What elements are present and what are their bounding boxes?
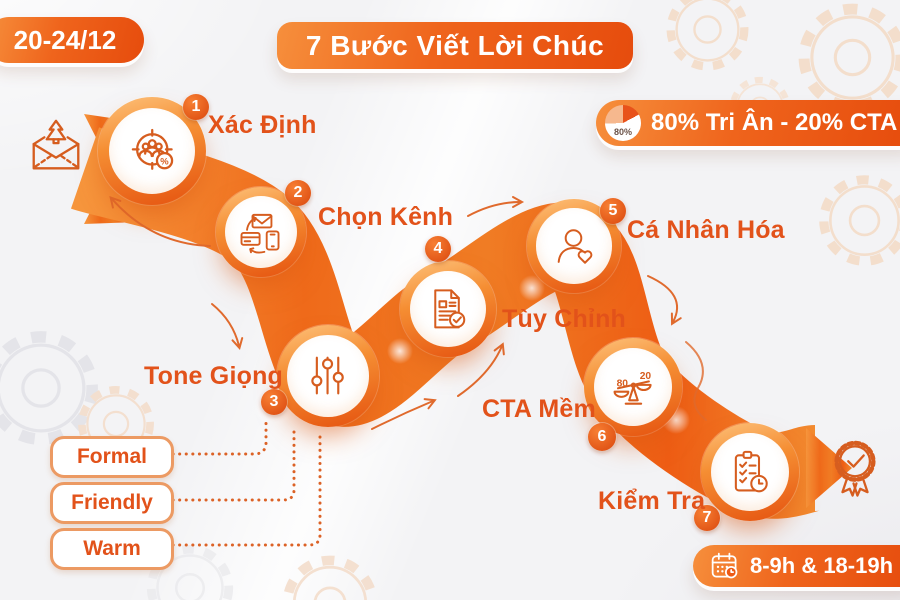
- step-2-label: Chọn Kênh: [318, 203, 454, 231]
- step-3-circle: [277, 325, 379, 427]
- time-text: 8-9h & 18-19h: [749, 553, 894, 578]
- document-check-icon: [434, 289, 466, 329]
- step-4-label: Tùy Chỉnh: [502, 305, 627, 333]
- date-range-text: 20-24/12: [13, 24, 117, 55]
- percent-symbol: %: [160, 156, 169, 167]
- audience-target-icon: %: [131, 128, 173, 170]
- award-check-icon: [834, 440, 876, 497]
- calendar-clock-icon: [711, 552, 738, 579]
- scale-right-value: 20: [639, 370, 651, 381]
- scale-left-value: 80: [616, 378, 628, 389]
- date-range-badge: 20-24/12: [0, 17, 144, 63]
- step-4-number: 4: [425, 236, 451, 262]
- page-title: 7 Bước Viết Lời Chúc: [305, 29, 605, 61]
- step-1-number: 1: [183, 94, 209, 120]
- step-3-label: Tone Giọng: [144, 362, 284, 390]
- step-4-circle: [400, 261, 496, 357]
- step-6-number: 6: [588, 423, 616, 451]
- tone-option-friendly: Friendly: [50, 482, 174, 524]
- time-badge: 8-9h & 18-19h: [693, 545, 900, 587]
- ratio-badge: 80% 80% Tri Ân - 20% CTA: [596, 100, 900, 146]
- ribbon-arrow-end: [806, 428, 852, 508]
- step-7-number: 7: [694, 505, 720, 531]
- envelope-tree-icon: [32, 119, 80, 170]
- flow-arrows: [109, 195, 707, 430]
- person-heart-icon: [557, 228, 593, 264]
- tone-sliders-icon: [311, 357, 345, 395]
- clipboard-clock-icon: [734, 450, 768, 492]
- step-7-label: Kiểm Tra: [598, 487, 706, 515]
- tone-option-formal: Formal: [50, 436, 174, 478]
- pie-label: 80%: [613, 127, 632, 137]
- step-7-circle: [701, 423, 799, 521]
- step-2-number: 2: [285, 180, 311, 206]
- balance-scale-icon: 80 20: [613, 370, 652, 405]
- step-3-number: 3: [261, 389, 287, 415]
- title-badge: 7 Bước Viết Lời Chúc: [277, 22, 633, 69]
- step-1-label: Xác Định: [208, 111, 317, 139]
- tone-dotted-connectors: [171, 418, 322, 547]
- step-5-label: Cá Nhân Hóa: [627, 216, 785, 244]
- pie-chart-icon: 80%: [605, 105, 641, 141]
- step-5-number: 5: [600, 198, 626, 224]
- tone-option-warm: Warm: [50, 528, 174, 570]
- ratio-text: 80% Tri Ân - 20% CTA: [651, 109, 898, 136]
- channels-icon: [240, 213, 280, 254]
- step-2-circle: [216, 187, 306, 277]
- step-6-label: CTA Mềm: [482, 395, 596, 423]
- step-6-circle: 80 20: [584, 338, 682, 436]
